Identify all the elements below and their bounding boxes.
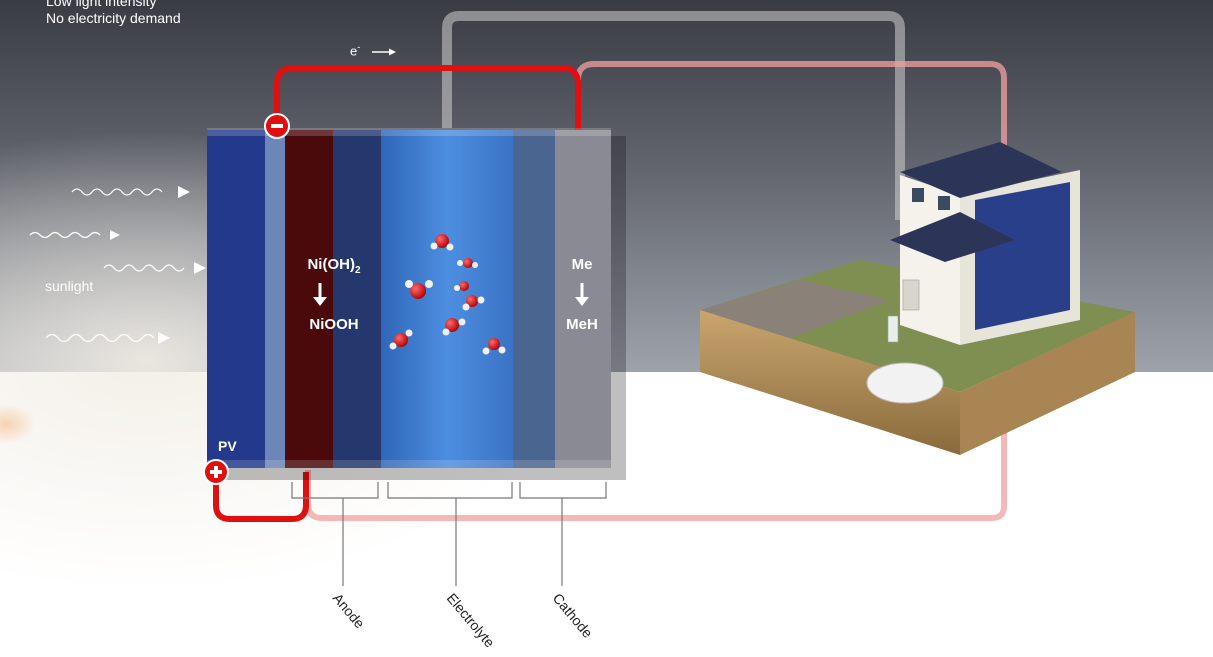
sunlight-wave-icon — [29, 230, 120, 240]
anode-reactant-subscript: 2 — [354, 265, 361, 276]
cathode-bracket — [519, 482, 607, 499]
electrolyte-layer — [381, 130, 515, 468]
inactive-circuit-loop — [442, 11, 905, 220]
hydrogen-tank — [866, 362, 944, 404]
water-molecule-icon — [462, 295, 485, 311]
water-molecule-icon — [430, 234, 454, 251]
cell-top-edge — [207, 128, 611, 136]
house-roof-upper — [900, 142, 1062, 198]
pv-layer — [207, 130, 267, 468]
faded-circuit-loop — [305, 61, 1007, 521]
pv-label: PV — [218, 438, 237, 454]
fuel-cell-unit — [887, 315, 899, 343]
ground-block-left — [700, 310, 960, 455]
active-circuit-bottom — [213, 472, 309, 522]
status-text-light: Low light intensity — [46, 0, 157, 9]
cathode-reactant: Me — [571, 256, 593, 273]
sunlight-label: sunlight — [45, 278, 94, 294]
electron-arrow — [372, 48, 396, 56]
anode-product: NiOOH — [309, 316, 359, 333]
house-roof-lower — [890, 212, 1015, 262]
water-molecule-icon — [405, 280, 433, 299]
cathode-interface — [513, 130, 557, 468]
house-window — [912, 188, 924, 202]
anode-reactant-formula: Ni(OH) — [307, 256, 355, 273]
house-illustration — [700, 142, 1135, 455]
component-brackets — [291, 482, 607, 586]
water-molecule-icon — [482, 338, 506, 355]
water-molecule-icon — [457, 258, 478, 268]
ground-block-right — [960, 312, 1135, 455]
water-molecule-icon — [454, 281, 469, 291]
sunlight-waves — [29, 186, 206, 344]
negative-terminal-icon — [264, 113, 290, 139]
house-interior — [975, 182, 1070, 330]
house-window — [938, 196, 950, 210]
anode-reactant: Ni(OH)2 — [284, 256, 384, 276]
cell-bottom-edge — [207, 460, 611, 468]
positive-terminal-icon — [203, 459, 229, 485]
sunlight-wave-icon — [103, 262, 206, 274]
active-circuit-top — [274, 65, 581, 132]
status-text-demand: No electricity demand — [46, 10, 181, 26]
path-strip — [700, 280, 890, 338]
water-molecule-icon — [389, 329, 413, 350]
sunlight-wave-icon — [71, 186, 190, 198]
sunlight-wave-icon — [45, 332, 170, 344]
cathode-reaction-arrow — [575, 283, 589, 306]
pv-glass-layer — [265, 130, 287, 468]
cathode-product: MeH — [566, 316, 598, 333]
water-molecule-icon — [442, 318, 466, 336]
anode-interface — [333, 130, 383, 468]
electron-charge: - — [357, 42, 361, 52]
electrolyte-bracket — [387, 482, 513, 499]
anode-bracket — [291, 482, 379, 499]
anode-layer — [285, 130, 335, 468]
electron-symbol: e — [350, 43, 358, 59]
anode-reaction-arrow — [313, 283, 327, 306]
house-door — [902, 279, 920, 311]
water-molecules — [389, 234, 506, 355]
electron-label: e- — [350, 42, 360, 58]
